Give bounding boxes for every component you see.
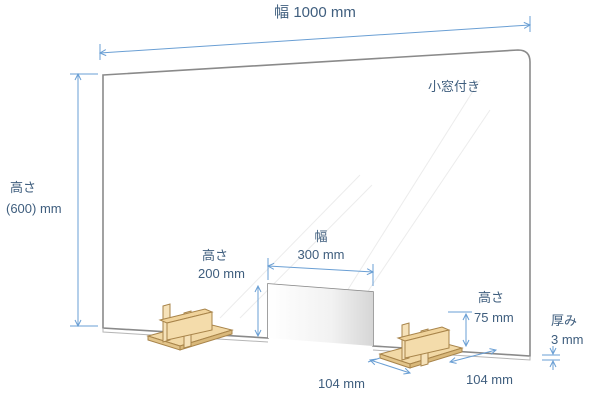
total-width-label: 幅 1000 mm — [274, 4, 356, 21]
window-width-label-line2: 300 mm — [297, 247, 345, 262]
window-cutout — [268, 284, 373, 346]
panel-reflections — [219, 79, 491, 319]
stand-depth-right-label: 104 mm — [466, 372, 513, 387]
stand-depth-left-label: 104 mm — [318, 376, 365, 391]
total-height-label-line1: 高さ — [10, 180, 37, 195]
window-width-label-line1: 幅 — [314, 229, 328, 244]
left-stand — [146, 303, 234, 351]
dimension-lines — [70, 16, 560, 373]
right-stand — [378, 322, 464, 369]
total-height-label-line2: (600) mm — [6, 201, 62, 216]
stand-height-label-line2: 75 mm — [474, 310, 514, 325]
thickness-label-line1: 厚み — [551, 313, 578, 328]
window-height-label-line2: 200 mm — [198, 266, 245, 281]
window-feature-label: 小窓付き — [428, 79, 481, 94]
thickness-label-line2: 3 mm — [551, 332, 584, 347]
window-height-label-line1: 高さ — [202, 248, 229, 263]
stand-height-label-line1: 高さ — [478, 290, 505, 305]
